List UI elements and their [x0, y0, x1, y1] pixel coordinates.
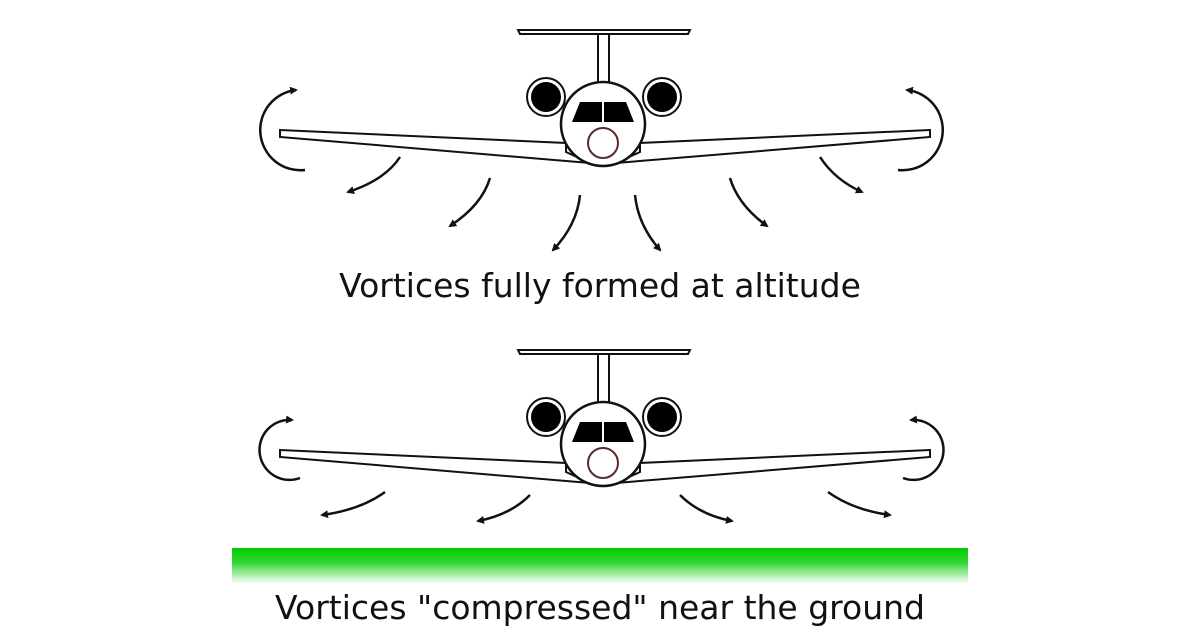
downwash-arrow: [679, 494, 734, 524]
caption-altitude: Vortices fully formed at altitude: [339, 266, 861, 305]
downwash-arrow: [728, 177, 769, 228]
left-tip-vortex: [258, 415, 301, 482]
caption-ground: Vortices "compressed" near the ground: [275, 588, 925, 627]
left-tip-vortex: [259, 86, 306, 172]
downwash-arrow: [476, 494, 531, 524]
aircraft-at-altitude: [259, 28, 944, 252]
downwash-arrow: [818, 156, 864, 194]
right-tip-vortex: [897, 86, 944, 172]
downwash-arrow: [346, 156, 402, 194]
aircraft-near-ground: [258, 348, 945, 524]
downwash-arrow: [551, 194, 582, 252]
right-tip-vortex: [902, 415, 945, 482]
ground: [232, 548, 968, 584]
downwash-arrow: [320, 490, 386, 519]
downwash-arrow: [827, 490, 892, 519]
downwash-arrow: [633, 194, 662, 252]
downwash-arrow: [448, 177, 492, 228]
